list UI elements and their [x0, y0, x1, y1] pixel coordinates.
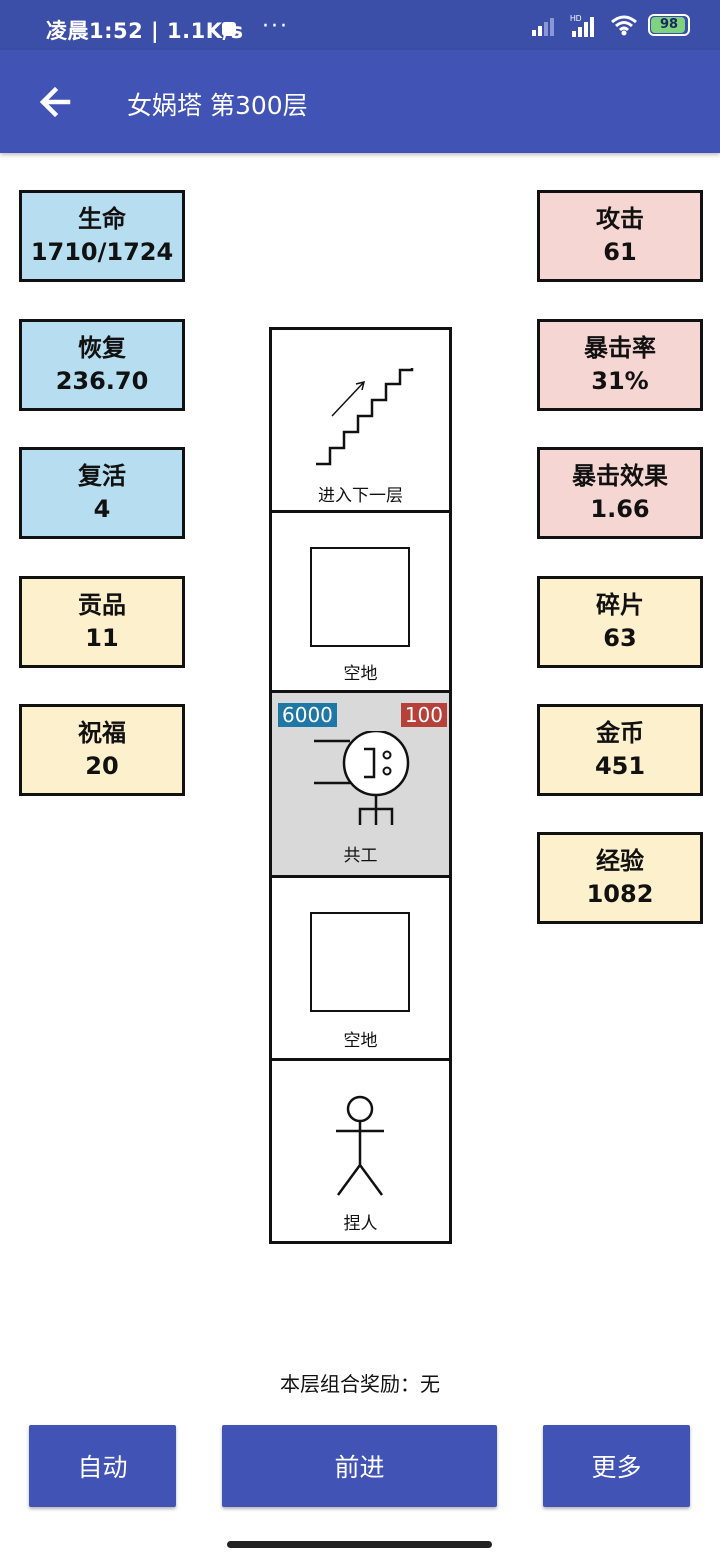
forward-button[interactable]: 前进 — [222, 1425, 497, 1507]
stat-value: 63 — [603, 624, 637, 652]
stat-regen: 恢复 236.70 — [19, 319, 185, 411]
battery-icon: 98 — [648, 14, 690, 36]
empty-square-icon — [310, 547, 410, 647]
stat-value: 1082 — [586, 880, 654, 908]
tower-cell-stairs[interactable]: 进入下一层 — [269, 327, 452, 513]
stick-figure-icon — [336, 1095, 384, 1196]
stat-value: 4 — [93, 495, 111, 523]
cell-label: 进入下一层 — [318, 486, 403, 506]
stat-label: 攻击 — [596, 205, 644, 233]
stat-label: 暴击率 — [584, 334, 656, 362]
wifi-icon — [611, 15, 637, 36]
stat-value: 1.66 — [590, 495, 650, 523]
home-indicator[interactable] — [227, 1541, 492, 1548]
tower-cell-empty[interactable]: 空地 — [269, 875, 452, 1061]
stat-blessing: 祝福 20 — [19, 704, 185, 796]
stat-crit-rate: 暴击率 31% — [537, 319, 703, 411]
stat-value: 11 — [85, 624, 119, 652]
stat-label: 生命 — [78, 205, 126, 233]
svg-text:HD: HD — [570, 14, 582, 23]
signal-hd-icon: HD — [570, 14, 594, 37]
stat-attack: 攻击 61 — [537, 190, 703, 282]
stat-value: 1710/1724 — [30, 238, 174, 266]
battery-level: 98 — [659, 17, 679, 32]
back-arrow-icon[interactable] — [36, 82, 76, 122]
monster-hp-tag: 6000 — [278, 703, 337, 727]
stat-value: 20 — [85, 752, 119, 780]
tower-cell-monster[interactable]: 6000 100 共工 — [269, 690, 452, 878]
app-bar: 女娲塔 第300层 — [0, 50, 720, 153]
status-bar: 凌晨1:52 | 1.1K/s ··· HD 98 — [0, 0, 720, 50]
more-dots-icon: ··· — [262, 14, 289, 39]
stat-label: 贡品 — [78, 591, 126, 619]
cell-label: 共工 — [343, 846, 378, 866]
stat-exp: 经验 1082 — [537, 832, 703, 924]
stat-label: 暴击效果 — [572, 462, 668, 490]
stat-revive: 复活 4 — [19, 447, 185, 539]
stat-tribute: 贡品 11 — [19, 576, 185, 668]
stat-label: 碎片 — [596, 591, 644, 619]
auto-button[interactable]: 自动 — [29, 1425, 176, 1507]
stat-label: 金币 — [596, 719, 644, 747]
stat-fragments: 碎片 63 — [537, 576, 703, 668]
tower-cell-player[interactable]: 捏人 — [269, 1058, 452, 1244]
status-time: 凌晨1:52 | 1.1K/s — [46, 19, 244, 43]
cell-label: 空地 — [343, 664, 378, 684]
more-button[interactable]: 更多 — [543, 1425, 690, 1507]
stat-label: 祝福 — [78, 719, 126, 747]
monster-gonggong-icon — [314, 731, 410, 825]
signal-icon — [532, 18, 554, 36]
cell-label: 空地 — [343, 1031, 378, 1051]
tower-cell-empty[interactable]: 空地 — [269, 510, 452, 693]
stat-gold: 金币 451 — [537, 704, 703, 796]
stat-value: 451 — [594, 752, 646, 780]
stat-crit-effect: 暴击效果 1.66 — [537, 447, 703, 539]
stat-label: 经验 — [596, 847, 644, 875]
stat-label: 复活 — [78, 462, 126, 490]
stairs-icon — [316, 368, 414, 466]
stat-hp: 生命 1710/1724 — [19, 190, 185, 282]
notification-icon — [222, 22, 236, 36]
empty-square-icon — [310, 912, 410, 1012]
floor-reward-text: 本层组合奖励：无 — [280, 1372, 440, 1396]
cell-label: 捏人 — [343, 1214, 378, 1234]
stat-value: 236.70 — [55, 367, 149, 395]
stat-value: 31% — [591, 367, 649, 395]
stat-label: 恢复 — [78, 334, 126, 362]
page-title: 女娲塔 第300层 — [127, 91, 308, 120]
tower-column: 进入下一层 空地 6000 100 共工 空地 捏人 — [269, 327, 452, 1244]
monster-attack-tag: 100 — [400, 703, 447, 727]
stat-value: 61 — [603, 238, 637, 266]
